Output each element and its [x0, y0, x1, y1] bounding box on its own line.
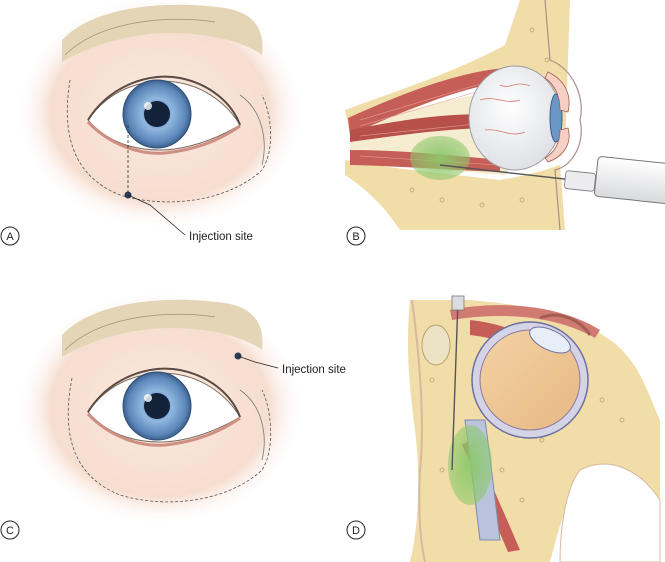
muscle-upper-oblique	[450, 305, 600, 338]
cornea	[529, 326, 571, 354]
upper-eyelid-side	[544, 71, 570, 113]
needle	[451, 299, 459, 471]
upper-eyelid	[87, 75, 241, 126]
upper-eyelid	[87, 367, 241, 418]
injection-site-marker	[124, 191, 132, 199]
orbit-rim-line	[66, 79, 272, 203]
panel-letter: A	[6, 231, 14, 243]
panel-letter: D	[352, 525, 360, 537]
lower-eyelid-side	[544, 127, 570, 163]
panel-c: Injection site C	[0, 290, 346, 540]
lower-lid-crease	[239, 389, 265, 461]
brow-contour	[64, 313, 216, 351]
eyebrow	[62, 4, 263, 62]
green-anesthetic-cloud	[410, 136, 470, 180]
bone-pores	[429, 377, 625, 503]
bone-lower	[345, 160, 565, 230]
orbital-rim-round	[421, 324, 451, 366]
syringe-barrel	[594, 156, 665, 204]
needle-hub	[451, 295, 465, 311]
bone-pores	[409, 27, 550, 208]
panel-b: B	[345, 0, 665, 246]
eyebrow	[62, 299, 263, 357]
sinus-cavity	[559, 463, 661, 562]
eye-highlight	[144, 102, 152, 110]
globe-vessels	[479, 83, 531, 135]
callout-leader-line	[127, 194, 186, 236]
lower-eyelid	[86, 120, 241, 155]
eye-highlight	[144, 394, 152, 402]
eyeball-globe	[468, 65, 562, 171]
panel-letter-badge	[346, 520, 366, 540]
panel-d: D	[346, 295, 661, 562]
brow-contour	[64, 18, 216, 56]
extraocular-muscle-mid	[350, 114, 495, 142]
callout-leader-line	[237, 355, 279, 369]
muscle-stripes	[359, 77, 501, 166]
skin-profile	[544, 0, 582, 231]
panel-letter-badge	[0, 520, 20, 540]
panel-letter: C	[6, 525, 14, 537]
injection-site-label: Injection site	[189, 231, 253, 243]
green-anesthetic-cloud	[448, 425, 492, 505]
lower-eyelid	[86, 412, 241, 447]
panel-letter-badge	[346, 226, 366, 246]
lower-lid-crease	[239, 94, 265, 166]
orbit-rim-line	[67, 377, 272, 503]
panel-letter: B	[352, 231, 359, 243]
injection-site-label: Injection site	[282, 364, 346, 376]
syringe-hub	[564, 170, 596, 192]
upper-eyelid-top	[539, 313, 592, 336]
panel-letter-badge	[0, 226, 20, 246]
panel-a: Injection site A	[0, 0, 305, 246]
lateral-wall-outline	[411, 299, 426, 562]
iris-side	[549, 93, 563, 143]
extraocular-muscle-upper	[348, 68, 512, 135]
